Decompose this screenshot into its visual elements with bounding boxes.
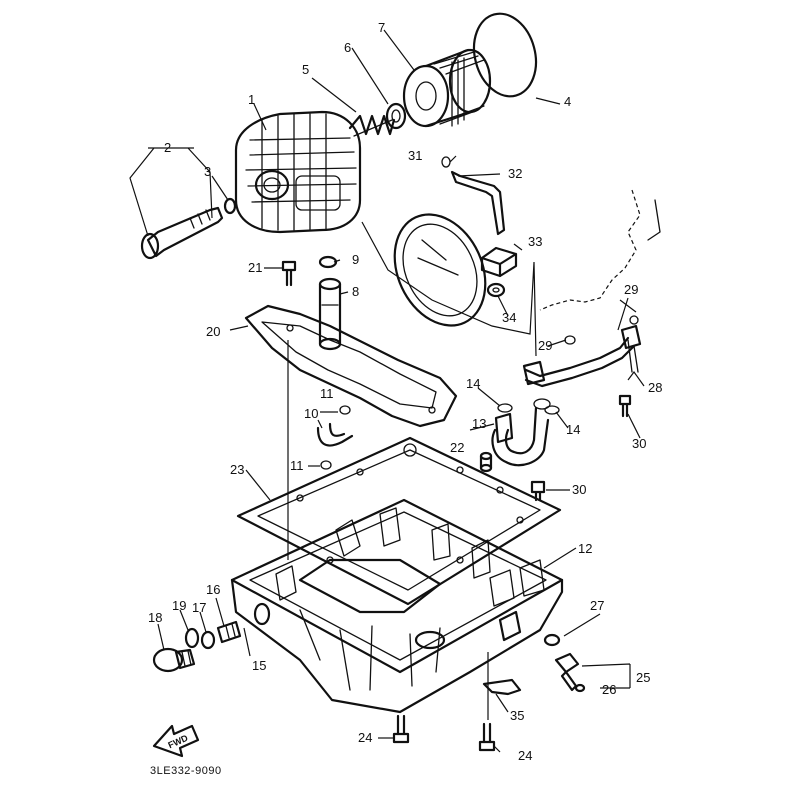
gasket-strainer (244, 304, 458, 428)
callout-14a: 14 (466, 376, 480, 391)
callout-27: 27 (590, 598, 604, 613)
o-ring-11b (320, 460, 332, 470)
callout-26: 26 (602, 682, 616, 697)
bolt-24a (392, 714, 410, 744)
callout-9: 9 (352, 252, 359, 267)
callout-32: 32 (508, 166, 522, 181)
callout-8: 8 (352, 284, 359, 299)
callout-23: 23 (230, 462, 244, 477)
o-ring-17 (200, 630, 216, 650)
callout-17: 17 (192, 600, 206, 615)
callout-5: 5 (302, 62, 309, 77)
callout-29a: 29 (624, 282, 638, 297)
damper (480, 246, 518, 278)
engine-outline-edge (647, 199, 661, 241)
oil-level-gauge (253, 602, 271, 626)
callout-24b: 24 (518, 748, 532, 763)
callout-2: 2 (164, 140, 171, 155)
o-ring-14b (544, 405, 560, 415)
fwd-label: FWD (167, 733, 190, 751)
bolt-21 (281, 260, 297, 287)
callout-15: 15 (252, 658, 266, 673)
callout-6: 6 (344, 40, 351, 55)
bracket (482, 678, 522, 696)
callout-34: 34 (502, 310, 516, 325)
callout-1: 1 (248, 92, 255, 107)
o-ring-29b (629, 315, 639, 325)
callout-30b: 30 (572, 482, 586, 497)
oil-filter-cover (234, 110, 362, 234)
bolt-30a (618, 394, 632, 418)
callout-33: 33 (528, 234, 542, 249)
callout-13: 13 (472, 416, 486, 431)
callout-35: 35 (510, 708, 524, 723)
diagram-code: 3LE332-9090 (150, 765, 222, 777)
oil-filter-element (402, 48, 492, 128)
callout-20: 20 (206, 324, 220, 339)
gasket-19 (184, 627, 200, 649)
stud-22 (479, 451, 493, 473)
breather-pipe (522, 324, 642, 388)
oil-pipe (318, 277, 342, 351)
callout-31: 31 (408, 148, 422, 163)
callout-4: 4 (564, 94, 571, 109)
callout-19: 19 (172, 598, 186, 613)
gasket-27 (543, 633, 561, 647)
o-ring-small (223, 197, 237, 215)
callout-16: 16 (206, 582, 220, 597)
oil-pan (230, 498, 564, 714)
oil-pan-gasket (236, 436, 562, 606)
drain-plug (152, 647, 196, 673)
union-bolt (140, 206, 224, 260)
callout-22: 22 (450, 440, 464, 455)
callout-10: 10 (304, 406, 318, 421)
callout-14b: 14 (566, 422, 580, 437)
callout-3: 3 (204, 164, 211, 179)
bolt-24b (478, 722, 496, 752)
callout-30a: 30 (632, 436, 646, 451)
engine-outline (539, 189, 641, 311)
washer (385, 102, 407, 130)
spring (348, 114, 396, 137)
o-ring-9 (318, 255, 338, 269)
o-ring-14a (497, 403, 513, 413)
elbow-pipe (316, 422, 354, 447)
callout-25: 25 (636, 670, 650, 685)
forward-direction-arrow: FWD (152, 724, 200, 758)
o-ring-11a (339, 405, 351, 415)
callout-21: 21 (248, 260, 262, 275)
callout-11b: 11 (290, 458, 304, 473)
drain-bolt (554, 652, 586, 693)
bolt-16 (216, 620, 242, 644)
callout-28: 28 (648, 380, 662, 395)
callout-12: 12 (578, 541, 592, 556)
collar (486, 282, 506, 298)
o-ring-29a (564, 335, 576, 345)
callout-numbers: 1 2 3 4 5 6 7 8 9 10 11 11 12 13 14 14 1… (148, 20, 662, 763)
callout-29b: 29 (538, 338, 552, 353)
callout-11a: 11 (320, 386, 334, 401)
callout-7: 7 (378, 20, 385, 35)
leader-lines (129, 29, 645, 753)
callout-24a: 24 (358, 730, 372, 745)
o-ring (472, 12, 538, 98)
oil-delivery-pipe (491, 398, 551, 467)
callout-18: 18 (148, 610, 162, 625)
